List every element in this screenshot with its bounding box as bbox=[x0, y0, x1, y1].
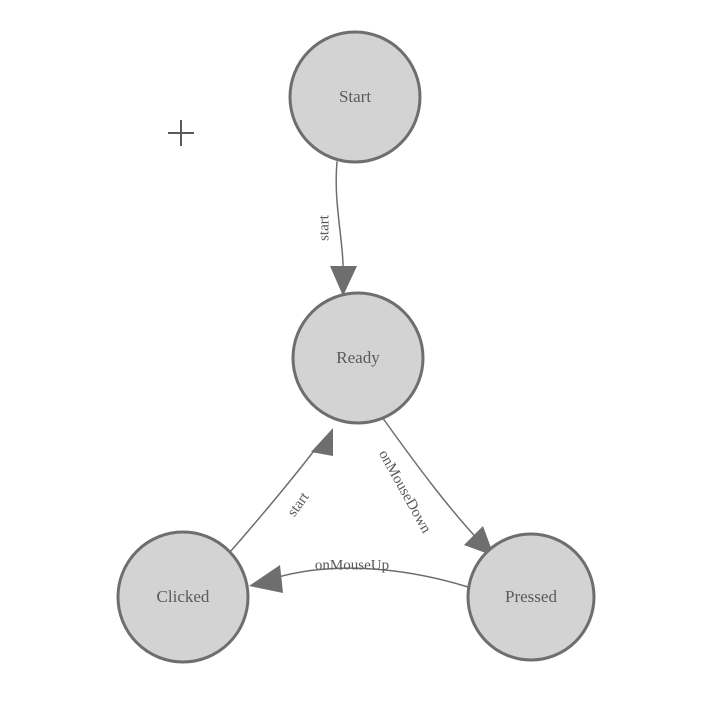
node-circle bbox=[466, 532, 596, 662]
arrowhead-icon bbox=[464, 526, 494, 556]
edge-line bbox=[335, 161, 344, 282]
crosshair-icon bbox=[168, 120, 194, 146]
node-clicked[interactable]: Clicked bbox=[116, 530, 250, 664]
node-circle bbox=[291, 291, 425, 425]
node-ready[interactable]: Ready bbox=[291, 291, 425, 425]
edge-label-start-to-ready: start bbox=[316, 214, 332, 241]
edge-pressed-to-clicked[interactable]: onMouseUp bbox=[249, 557, 469, 593]
node-circle bbox=[116, 530, 250, 664]
edge-line bbox=[274, 567, 469, 588]
edge-label-clicked-to-ready: start bbox=[284, 489, 313, 520]
node-pressed[interactable]: Pressed bbox=[466, 532, 596, 662]
arrowhead-icon bbox=[330, 266, 357, 296]
edge-label-ready-to-pressed: onMouseDown bbox=[375, 447, 434, 536]
edge-line bbox=[381, 416, 484, 546]
edge-clicked-to-ready[interactable]: start bbox=[229, 428, 333, 553]
node-label-ready: Ready bbox=[336, 348, 380, 367]
node-label-pressed: Pressed bbox=[505, 587, 557, 606]
edge-start-to-ready[interactable]: start bbox=[316, 161, 357, 296]
node-start[interactable]: Start bbox=[288, 30, 422, 164]
arrowhead-icon bbox=[249, 565, 283, 593]
edge-ready-to-pressed[interactable]: onMouseDown bbox=[375, 416, 494, 556]
node-label-start: Start bbox=[339, 87, 371, 106]
node-label-clicked: Clicked bbox=[157, 587, 210, 606]
node-circle bbox=[288, 30, 422, 164]
arrowhead-icon bbox=[311, 428, 333, 456]
edge-label-pressed-to-clicked: onMouseUp bbox=[315, 557, 389, 573]
edge-line bbox=[229, 446, 318, 553]
